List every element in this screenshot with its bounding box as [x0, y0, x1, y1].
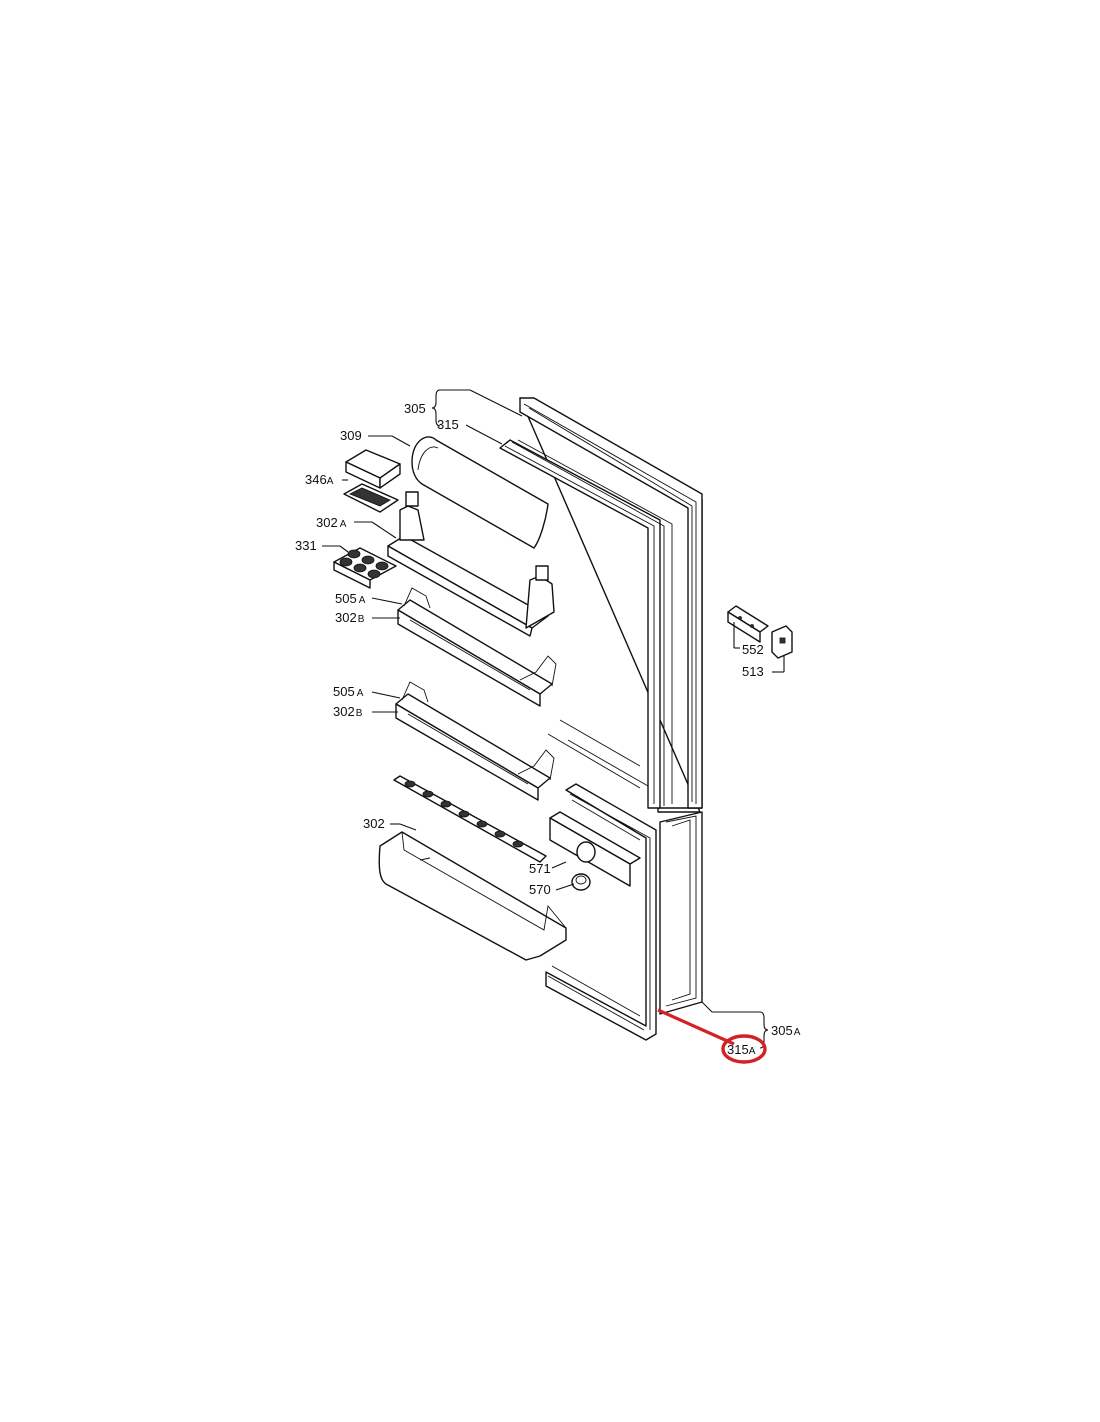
label-570: 570	[529, 882, 551, 897]
knob-570	[571, 873, 591, 891]
door-shelf-302a	[387, 491, 555, 637]
label-302b-2: 302B	[333, 704, 363, 719]
control-panel-571	[549, 811, 641, 887]
bottle-shelf-302	[378, 775, 567, 961]
label-309: 309	[340, 428, 362, 443]
door-shelf-302b-lower	[395, 681, 555, 801]
label-513: 513	[742, 664, 764, 679]
label-552: 552	[742, 642, 764, 657]
label-305: 305	[404, 401, 426, 416]
dairy-flap-309	[411, 436, 549, 549]
upper-door-gasket	[499, 439, 673, 809]
label-302b-1: 302B	[335, 610, 365, 625]
label-571: 571	[529, 861, 551, 876]
label-305a: 305A	[771, 1023, 801, 1038]
label-315: 315	[437, 417, 459, 432]
leader-lines	[322, 389, 785, 1049]
butter-box-346a	[343, 449, 401, 513]
label-346a: 346A	[305, 472, 334, 487]
door-shelf-302b-upper	[397, 587, 557, 707]
egg-tray-331	[333, 547, 397, 589]
hinge-513	[771, 625, 793, 659]
lower-door-frame	[659, 811, 703, 1015]
label-331: 331	[295, 538, 317, 553]
label-315a: 315A	[727, 1042, 756, 1057]
label-302: 302	[363, 816, 385, 831]
hinge-552	[727, 605, 769, 643]
lower-door-gasket	[545, 783, 657, 1041]
highlight-315a	[657, 1008, 767, 1064]
